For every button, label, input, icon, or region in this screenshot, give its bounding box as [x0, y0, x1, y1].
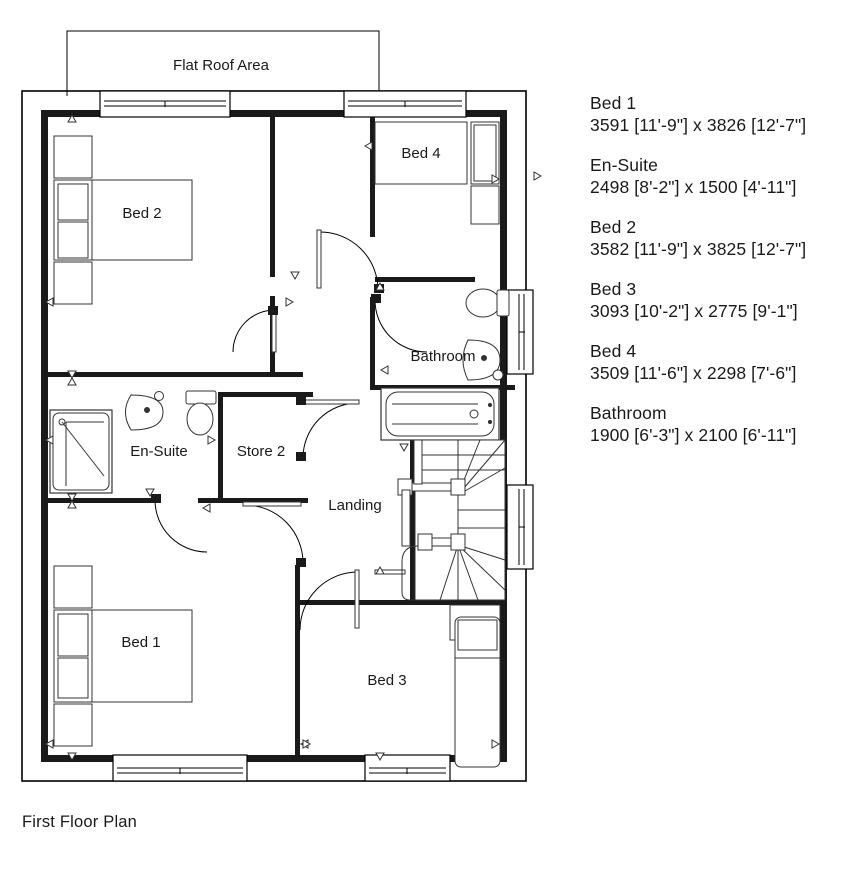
marker-right-wardrobe-bed4 [491, 174, 501, 184]
window-right-lower [506, 484, 534, 570]
schedule-dims-bathroom: 1900 [6'-3"] x 2100 [6'-11"] [590, 425, 797, 445]
marker-left-shower [44, 435, 54, 445]
sanitary-bathroom [380, 288, 510, 441]
schedule-entry-bed2: Bed 2 3582 [11'-9"] x 3825 [12'-7"] [590, 216, 858, 260]
marker-down-ensuite2 [145, 488, 155, 498]
bath-bathroom [380, 387, 500, 441]
marker-up-bath [375, 281, 385, 291]
schedule-name-bathroom: Bathroom [590, 403, 667, 423]
room-schedule: Bed 1 3591 [11'-9"] x 3826 [12'-7"] En-S… [590, 92, 858, 464]
basin-bathroom [462, 339, 504, 381]
marker-up-landing [375, 565, 385, 575]
wardrobe-bed2-top [53, 135, 93, 179]
door-bathroom [371, 294, 428, 353]
window-bottom-right [364, 754, 451, 782]
schedule-name-bed1: Bed 1 [590, 93, 637, 113]
shower-ensuite [49, 409, 113, 494]
schedule-name-bed3: Bed 3 [590, 279, 637, 299]
marker-up-bed1 [67, 499, 77, 509]
marker-down-bed2 [67, 370, 77, 380]
schedule-name-bed4: Bed 4 [590, 341, 637, 361]
windows [99, 90, 534, 782]
schedule-entry-ensuite: En-Suite 2498 [8'-2"] x 1500 [4'-11"] [590, 154, 858, 198]
marker-up-ensuite [67, 376, 77, 386]
schedule-entry-bed1: Bed 1 3591 [11'-9"] x 3826 [12'-7"] [590, 92, 858, 136]
building-outer-outline [21, 90, 527, 782]
direction-markers [44, 113, 543, 762]
marker-left-bed2 [44, 297, 54, 307]
door-bed2 [232, 306, 278, 353]
marker-right-corridor [285, 297, 295, 307]
flat-roof-outline [66, 30, 380, 96]
room-label-bathroom: Bathroom [410, 348, 475, 365]
marker-left-bed4 [363, 141, 373, 151]
room-label-landing: Landing [328, 497, 381, 514]
schedule-dims-bed1: 3591 [11'-9"] x 3826 [12'-7"] [590, 115, 807, 135]
bed-bed2 [91, 179, 193, 261]
marker-down-corridor [290, 271, 300, 281]
schedule-entry-bed3: Bed 3 3093 [10'-2"] x 2775 [9'-1"] [590, 278, 858, 322]
door-bed3 [299, 569, 406, 631]
bed-bed1 [91, 609, 193, 703]
schedule-dims-ensuite: 2498 [8'-2"] x 1500 [4'-11"] [590, 177, 797, 197]
basin-ensuite [125, 391, 164, 431]
marker-left-store [201, 503, 211, 513]
door-bed4 [316, 229, 384, 293]
marker-left-bathroom [379, 365, 389, 375]
room-label-bed4: Bed 4 [401, 145, 440, 162]
furniture-bed2 [53, 135, 193, 305]
toilet-ensuite [185, 390, 217, 436]
schedule-name-ensuite: En-Suite [590, 155, 658, 175]
bed-bed4 [374, 121, 468, 185]
furniture-bed4 [374, 121, 500, 225]
door-bed1 [242, 501, 306, 567]
bed-bed3 [454, 616, 501, 768]
toilet-bathroom [465, 288, 510, 318]
window-bottom-left [112, 754, 248, 782]
room-label-bed1: Bed 1 [121, 634, 160, 651]
schedule-name-bed2: Bed 2 [590, 217, 637, 237]
schedule-dims-bed3: 3093 [10'-2"] x 2775 [9'-1"] [590, 301, 798, 321]
window-top-right [343, 90, 467, 118]
window-top-left [99, 90, 231, 118]
schedule-dims-bed2: 3582 [11'-9"] x 3825 [12'-7"] [590, 239, 807, 259]
schedule-entry-bed4: Bed 4 3509 [11'-6"] x 2298 [7'-6"] [590, 340, 858, 384]
drawing-title: First Floor Plan [22, 813, 138, 831]
flat-roof-label: Flat Roof Area [173, 57, 270, 74]
room-label-ensuite: En-Suite [130, 443, 188, 460]
marker-down-bed1 [67, 752, 77, 762]
marker-down-bed3 [375, 752, 385, 762]
flat-roof-annotation: Flat Roof Area [173, 57, 270, 74]
furniture-bed3 [449, 604, 501, 768]
door-ensuite [151, 494, 208, 553]
marker-up-bed2 [67, 113, 77, 123]
marker-right-landing [302, 739, 312, 749]
marker-right-ensuite [207, 435, 217, 445]
wardrobe-bed1-top [53, 565, 93, 609]
schedule-dims-bed4: 3509 [11'-6"] x 2298 [7'-6"] [590, 363, 797, 383]
window-right-upper [506, 289, 534, 375]
staircase [397, 439, 506, 601]
wardrobe-bed2-bottom [53, 261, 93, 305]
marker-down-bath [399, 443, 409, 453]
marker-left-bed1 [44, 739, 54, 749]
sanitary-ensuite [49, 390, 217, 494]
cabinet-bed4 [470, 185, 500, 225]
room-label-bed2: Bed 2 [122, 205, 161, 222]
room-label-bed3: Bed 3 [367, 672, 406, 689]
door-store2 [296, 396, 360, 461]
wardrobe-bed1-bottom [53, 703, 93, 747]
room-label-store2: Store 2 [237, 443, 285, 460]
marker-right-bed4 [533, 171, 543, 181]
schedule-entry-bathroom: Bathroom 1900 [6'-3"] x 2100 [6'-11"] [590, 402, 858, 446]
marker-down-shower [67, 493, 77, 503]
marker-right-bed3 [491, 739, 501, 749]
furniture-bed1 [53, 565, 193, 747]
room-label-group: Bed 2 Bed 4 Bathroom En-Suite Store 2 La… [121, 145, 475, 689]
